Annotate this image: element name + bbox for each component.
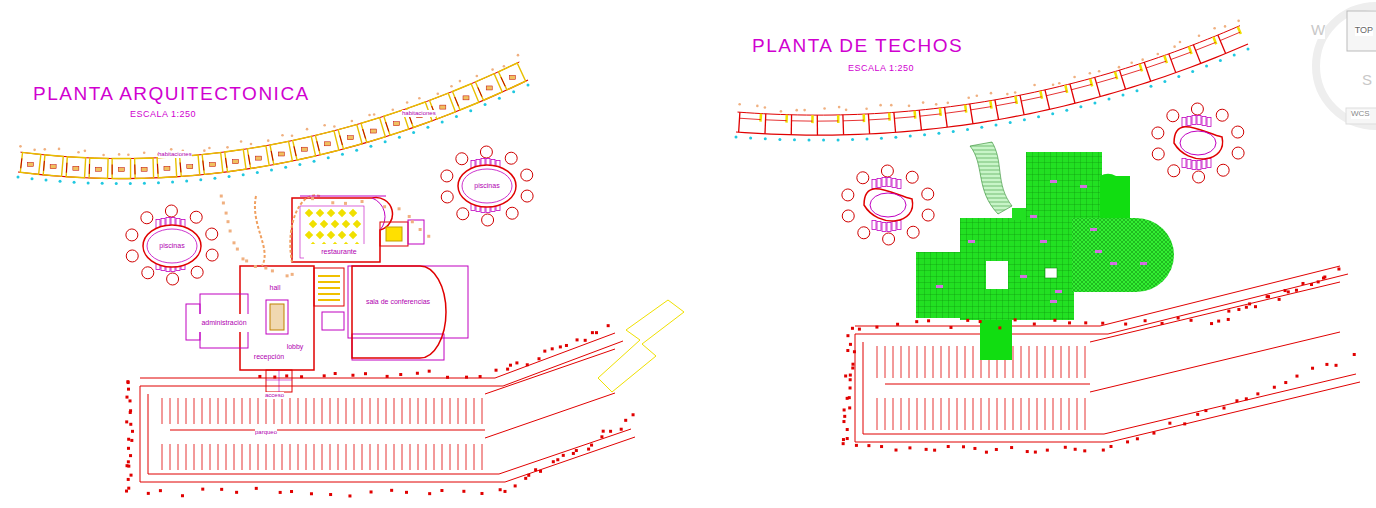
area-label: parqueo <box>255 429 277 436</box>
area-label: acceso <box>265 392 284 399</box>
area-label: habitaciones <box>158 151 192 158</box>
room-name: administración <box>201 319 246 327</box>
coordinate-system: WCS <box>1351 110 1370 119</box>
viewcube-direction: W <box>1311 22 1325 39</box>
scale-note: ESCALA 1:250 <box>848 64 914 74</box>
room-label-box: administración <box>198 314 249 332</box>
room-name: piscinas <box>159 242 184 250</box>
room-label-box: restaurante <box>304 244 374 260</box>
room-label-box: sala de conferencias <box>356 284 440 320</box>
viewcube-face: TOP <box>1355 26 1373 36</box>
sheet-title: PLANTA ARQUITECTONICA <box>33 84 310 105</box>
viewcube-direction: S <box>1362 72 1372 89</box>
room-label-box: recepción <box>246 350 292 364</box>
room-name: restaurante <box>321 248 356 256</box>
area-label: habitaciones <box>402 110 436 117</box>
pool-outline: piscinas <box>142 224 202 268</box>
room-name: piscinas <box>474 182 499 190</box>
room-label-box: hall <box>250 280 300 296</box>
scale-note: ESCALA 1:250 <box>130 110 196 120</box>
room-name: hall <box>270 284 281 292</box>
pool-outline: piscinas <box>457 164 517 208</box>
sheet-title: PLANTA DE TECHOS <box>752 36 963 57</box>
room-name: sala de conferencias <box>366 298 430 306</box>
room-name: recepción <box>254 353 284 361</box>
